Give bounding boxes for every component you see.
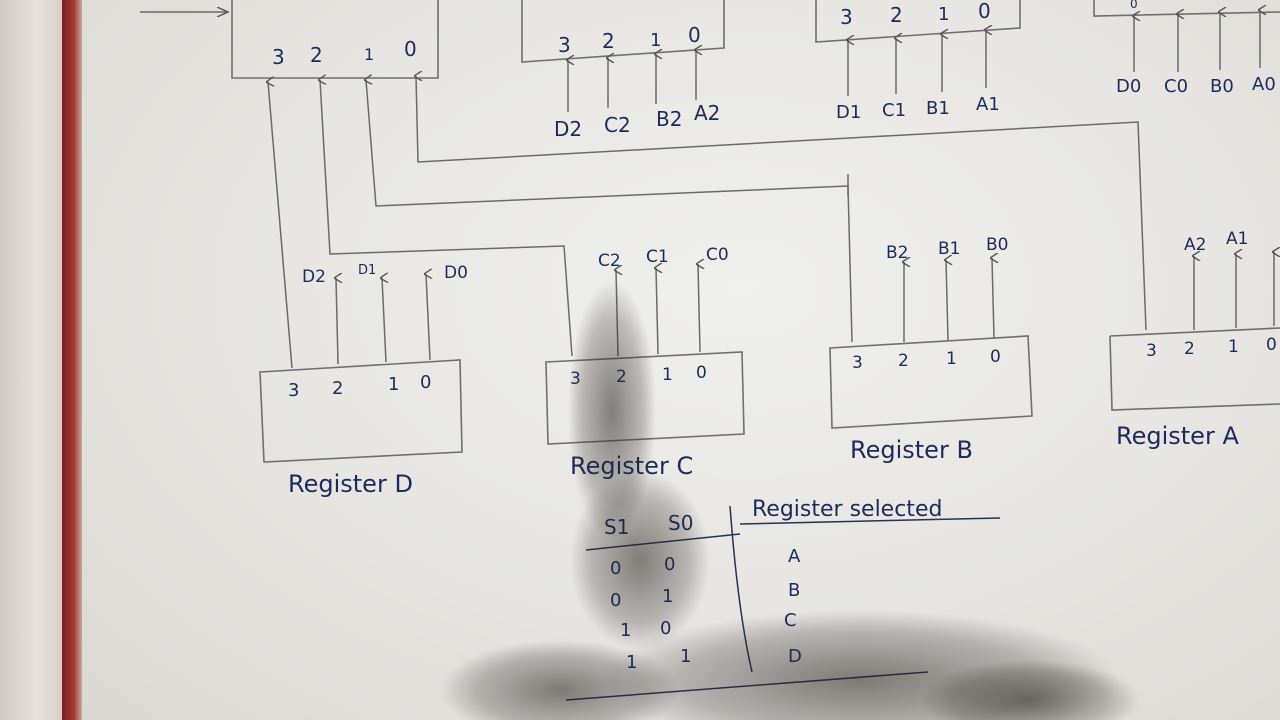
- mux0-pin-0: 0: [1130, 0, 1138, 11]
- mux1-input-d1: D1: [836, 102, 861, 123]
- bus-wiring: [268, 76, 1147, 369]
- mux3-pin-3: 3: [272, 45, 285, 69]
- mux1-input-c1: C1: [882, 100, 906, 121]
- mux1-pin-2: 2: [890, 3, 903, 27]
- register-b-out-b1: B1: [938, 239, 960, 259]
- register-b: 3 2 1 0 B2 B1 B0 Register B: [829, 235, 1033, 464]
- register-d-out-d0: D0: [444, 263, 468, 283]
- register-a-pin-3: 3: [1146, 341, 1157, 361]
- mux2-input-a2: A2: [694, 101, 720, 125]
- register-a: 3 2 1 0 A2 A1 Register A: [1109, 229, 1280, 450]
- mux0-input-b0: B0: [1210, 76, 1234, 97]
- mux2-input-b2: B2: [656, 107, 682, 131]
- mux1-pin-3: 3: [840, 5, 853, 29]
- mux1-pin-0: 0: [978, 0, 991, 23]
- register-b-label: Register B: [850, 436, 973, 464]
- mux-2: 3 2 1 0 D2 C2 B2 A2: [521, 0, 725, 141]
- mux-3: 3 2 1 0: [140, 0, 439, 79]
- register-d-pin-1: 1: [388, 374, 399, 395]
- register-c-out-c1: C1: [646, 247, 669, 267]
- register-a-pin-0: 0: [1266, 335, 1277, 355]
- mux2-input-c2: C2: [604, 113, 631, 137]
- register-d-out-d2: D2: [302, 267, 326, 287]
- notebook-red-edge: [62, 0, 82, 720]
- mux3-pin-1: 1: [364, 45, 374, 64]
- register-c-pin-0: 0: [696, 363, 707, 383]
- mux0-input-d0: D0: [1116, 76, 1141, 97]
- register-a-out-a2: A2: [1184, 235, 1206, 255]
- register-d-label: Register D: [288, 470, 413, 498]
- register-b-pin-0: 0: [990, 347, 1001, 367]
- register-d-out-d1: D1: [358, 263, 376, 278]
- register-b-out-b0: B0: [986, 235, 1008, 255]
- register-d-pin-0: 0: [420, 372, 431, 393]
- mux1-input-a1: A1: [976, 94, 1000, 115]
- mux2-pin-2: 2: [602, 29, 615, 53]
- register-c-out-c2: C2: [598, 251, 621, 271]
- table-row-2-register: B: [788, 580, 800, 601]
- mux2-pin-0: 0: [688, 23, 701, 47]
- register-d-pin-2: 2: [332, 378, 343, 399]
- hand-shadow: [440, 280, 1140, 720]
- register-d-pin-3: 3: [288, 380, 299, 401]
- mux2-input-d2: D2: [554, 117, 582, 141]
- register-c-pin-1: 1: [662, 365, 673, 385]
- register-c-out-c0: C0: [706, 245, 729, 265]
- mux-0: 0 D0 C0 B0 A0: [1093, 0, 1280, 97]
- mux3-pin-0: 0: [404, 37, 417, 61]
- register-a-pin-1: 1: [1228, 337, 1239, 357]
- register-b-pin-2: 2: [898, 351, 909, 371]
- mux-1: 3 2 1 0 D1 C1 B1 A1: [815, 0, 1021, 123]
- register-b-pin-1: 1: [946, 349, 957, 369]
- register-a-out-a1: A1: [1226, 229, 1248, 249]
- mux1-input-b1: B1: [926, 98, 950, 119]
- register-a-pin-2: 2: [1184, 339, 1195, 359]
- register-a-label: Register A: [1116, 422, 1239, 450]
- register-d: 3 2 1 0 D2 D1 D0 Register D: [259, 263, 468, 498]
- mux2-pin-3: 3: [558, 33, 571, 57]
- table-header-register-selected: Register selected: [752, 497, 942, 522]
- table-row-1-register: A: [788, 546, 801, 567]
- register-b-pin-3: 3: [852, 353, 863, 373]
- mux0-input-c0: C0: [1164, 76, 1188, 97]
- mux1-pin-1: 1: [938, 4, 949, 25]
- mux2-pin-1: 1: [650, 30, 661, 51]
- mux0-input-a0: A0: [1252, 74, 1276, 95]
- register-b-out-b2: B2: [886, 243, 908, 263]
- notebook-spine: [0, 0, 62, 720]
- mux3-pin-2: 2: [310, 43, 323, 67]
